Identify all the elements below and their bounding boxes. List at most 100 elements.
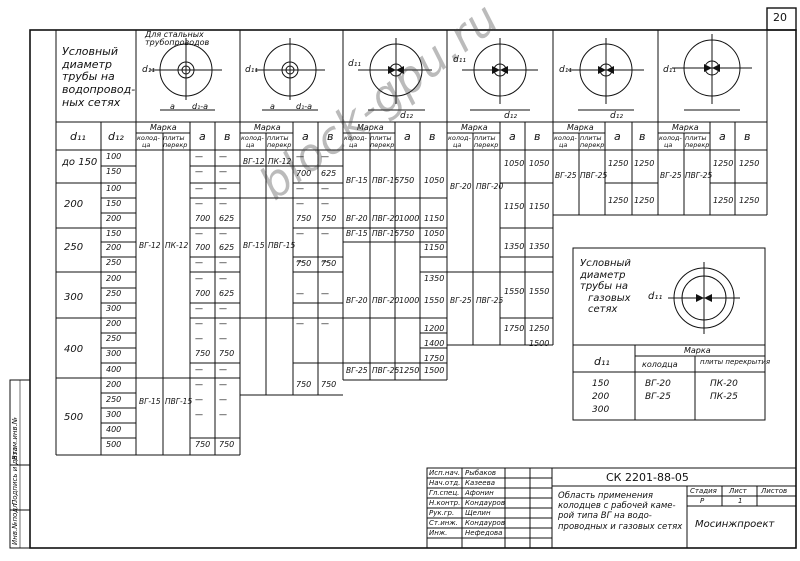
cell-a: —	[195, 274, 203, 283]
title-block-grid	[426, 467, 797, 549]
cell-a: —	[195, 167, 203, 176]
cell-b: —	[219, 304, 227, 313]
cell-b: 625	[219, 214, 235, 223]
fig-label-a: a	[170, 102, 175, 111]
gas-header-d11: d₁₁	[594, 355, 610, 368]
cell-b: —	[321, 257, 329, 266]
cell-marka-plity: ПВГ-15	[268, 241, 296, 250]
stamp-list-value: 1	[738, 497, 743, 505]
header-plity: плиты	[267, 134, 289, 142]
cell-d12: 200	[106, 214, 122, 223]
cell-a: 1250	[608, 196, 629, 205]
cell-b: —	[321, 289, 329, 298]
cell-b: 1500	[424, 366, 445, 375]
header-kolodca: колод-	[448, 134, 471, 142]
header-a: а	[509, 130, 516, 143]
header-kolodca: колод-	[659, 134, 682, 142]
cell-marka-kolodca: ВГ-20	[346, 296, 368, 305]
stamp-name: Щелин	[465, 509, 491, 517]
header-a: а	[404, 130, 411, 143]
cell-b: 750	[321, 380, 337, 389]
gas-title-line: трубы на	[580, 281, 628, 292]
steel-note: Для стальных трубопроводов	[145, 30, 209, 48]
cell-d12: 150	[106, 229, 122, 238]
cell-marka-plity: ПВГ-20	[476, 182, 504, 191]
cell-marka-plity: ПВГ-25	[685, 171, 713, 180]
header-plity: перекр	[163, 141, 188, 149]
header-b: в	[429, 130, 436, 143]
cell-a: 1750	[504, 324, 525, 333]
cell-a: —	[195, 410, 203, 419]
stamp-name: Афонин	[465, 489, 494, 497]
cell-a: —	[296, 319, 304, 328]
cell-b: —	[219, 274, 227, 283]
cell-b: 1150	[529, 202, 550, 211]
cell-b: 1050	[529, 159, 550, 168]
header-kolodca: ца	[453, 141, 462, 149]
fig-label-da: d₁-a	[192, 102, 209, 111]
cell-marka-plity: ПК-12	[165, 241, 189, 250]
cell-d11: 200	[64, 199, 84, 210]
cell-a: —	[195, 319, 203, 328]
fig-label-d11: d₁₁	[142, 65, 155, 75]
cell-b: 1750	[424, 354, 445, 363]
cell-d12: 100	[106, 184, 122, 193]
stamp-name: Кондауров	[465, 519, 505, 527]
side-stamp-vzam: Взам.инв.№	[11, 416, 19, 460]
cell-b: —	[219, 199, 227, 208]
gas-header-kolodca: колодца	[642, 360, 678, 369]
cell-b: 1200	[424, 324, 445, 333]
cell-a: 700	[195, 214, 211, 223]
figure-arrows	[388, 64, 720, 74]
cell-a: —	[296, 257, 304, 266]
cell-d11: 300	[64, 292, 84, 303]
doc-description: Область применения колодцев с рабочей ка…	[558, 491, 682, 532]
stamp-role: Рук.гр.	[429, 509, 455, 517]
header-d12: d₁₂	[108, 130, 124, 143]
header-plity: плиты	[370, 134, 392, 142]
header-kolodca: ца	[664, 141, 673, 149]
cell-d12: 150	[106, 167, 122, 176]
gas-table-grid	[572, 247, 766, 421]
cell-a: —	[296, 199, 304, 208]
gas-cell-d11: 150	[592, 379, 610, 389]
header-kolodca: колод-	[554, 134, 577, 142]
gas-title-line: сетях	[588, 304, 618, 315]
cell-d11: 500	[64, 412, 84, 423]
gas-cell-d11: 300	[592, 405, 610, 415]
header-plity: плиты	[163, 134, 185, 142]
cell-d12: 250	[106, 334, 122, 343]
header-a: а	[719, 130, 726, 143]
gas-cell-plity: ПК-25	[710, 392, 738, 402]
header-b: в	[534, 130, 541, 143]
cell-b: 750	[219, 349, 235, 358]
table-title: Условный диаметр трубы на водопровод- ны…	[62, 45, 136, 109]
cell-b: 625	[321, 169, 337, 178]
cell-b: —	[219, 334, 227, 343]
cell-d12: 100	[106, 152, 122, 161]
gas-cell-d11: 200	[592, 392, 610, 402]
stamp-stadia-label: Стадия	[690, 487, 717, 495]
title-line: водопровод-	[62, 82, 136, 96]
cell-b: 1150	[424, 243, 445, 252]
cell-a: 1550	[504, 287, 525, 296]
header-plity: перекр	[580, 141, 605, 149]
cell-a: 1250	[399, 366, 420, 375]
doc-code: СК 2201-88-05	[606, 471, 689, 484]
stamp-role: Инж.	[429, 529, 448, 537]
cell-b: —	[321, 152, 329, 161]
doc-description-line: Область применения	[558, 491, 654, 501]
cell-a: 750	[195, 349, 211, 358]
steel-note-line: Для стальных	[145, 30, 204, 39]
cell-marka-kolodca: ВГ-15	[346, 176, 368, 185]
cell-a: —	[195, 184, 203, 193]
cell-marka-kolodca: ВГ-12	[243, 157, 265, 166]
cell-marka-plity: ПВГ-25	[476, 296, 504, 305]
header-plity: перекр	[267, 141, 292, 149]
cell-d12: 400	[106, 425, 122, 434]
cell-b: —	[219, 167, 227, 176]
cell-b: —	[219, 365, 227, 374]
cell-b: —	[321, 319, 329, 328]
header-kolodca: ца	[349, 141, 358, 149]
